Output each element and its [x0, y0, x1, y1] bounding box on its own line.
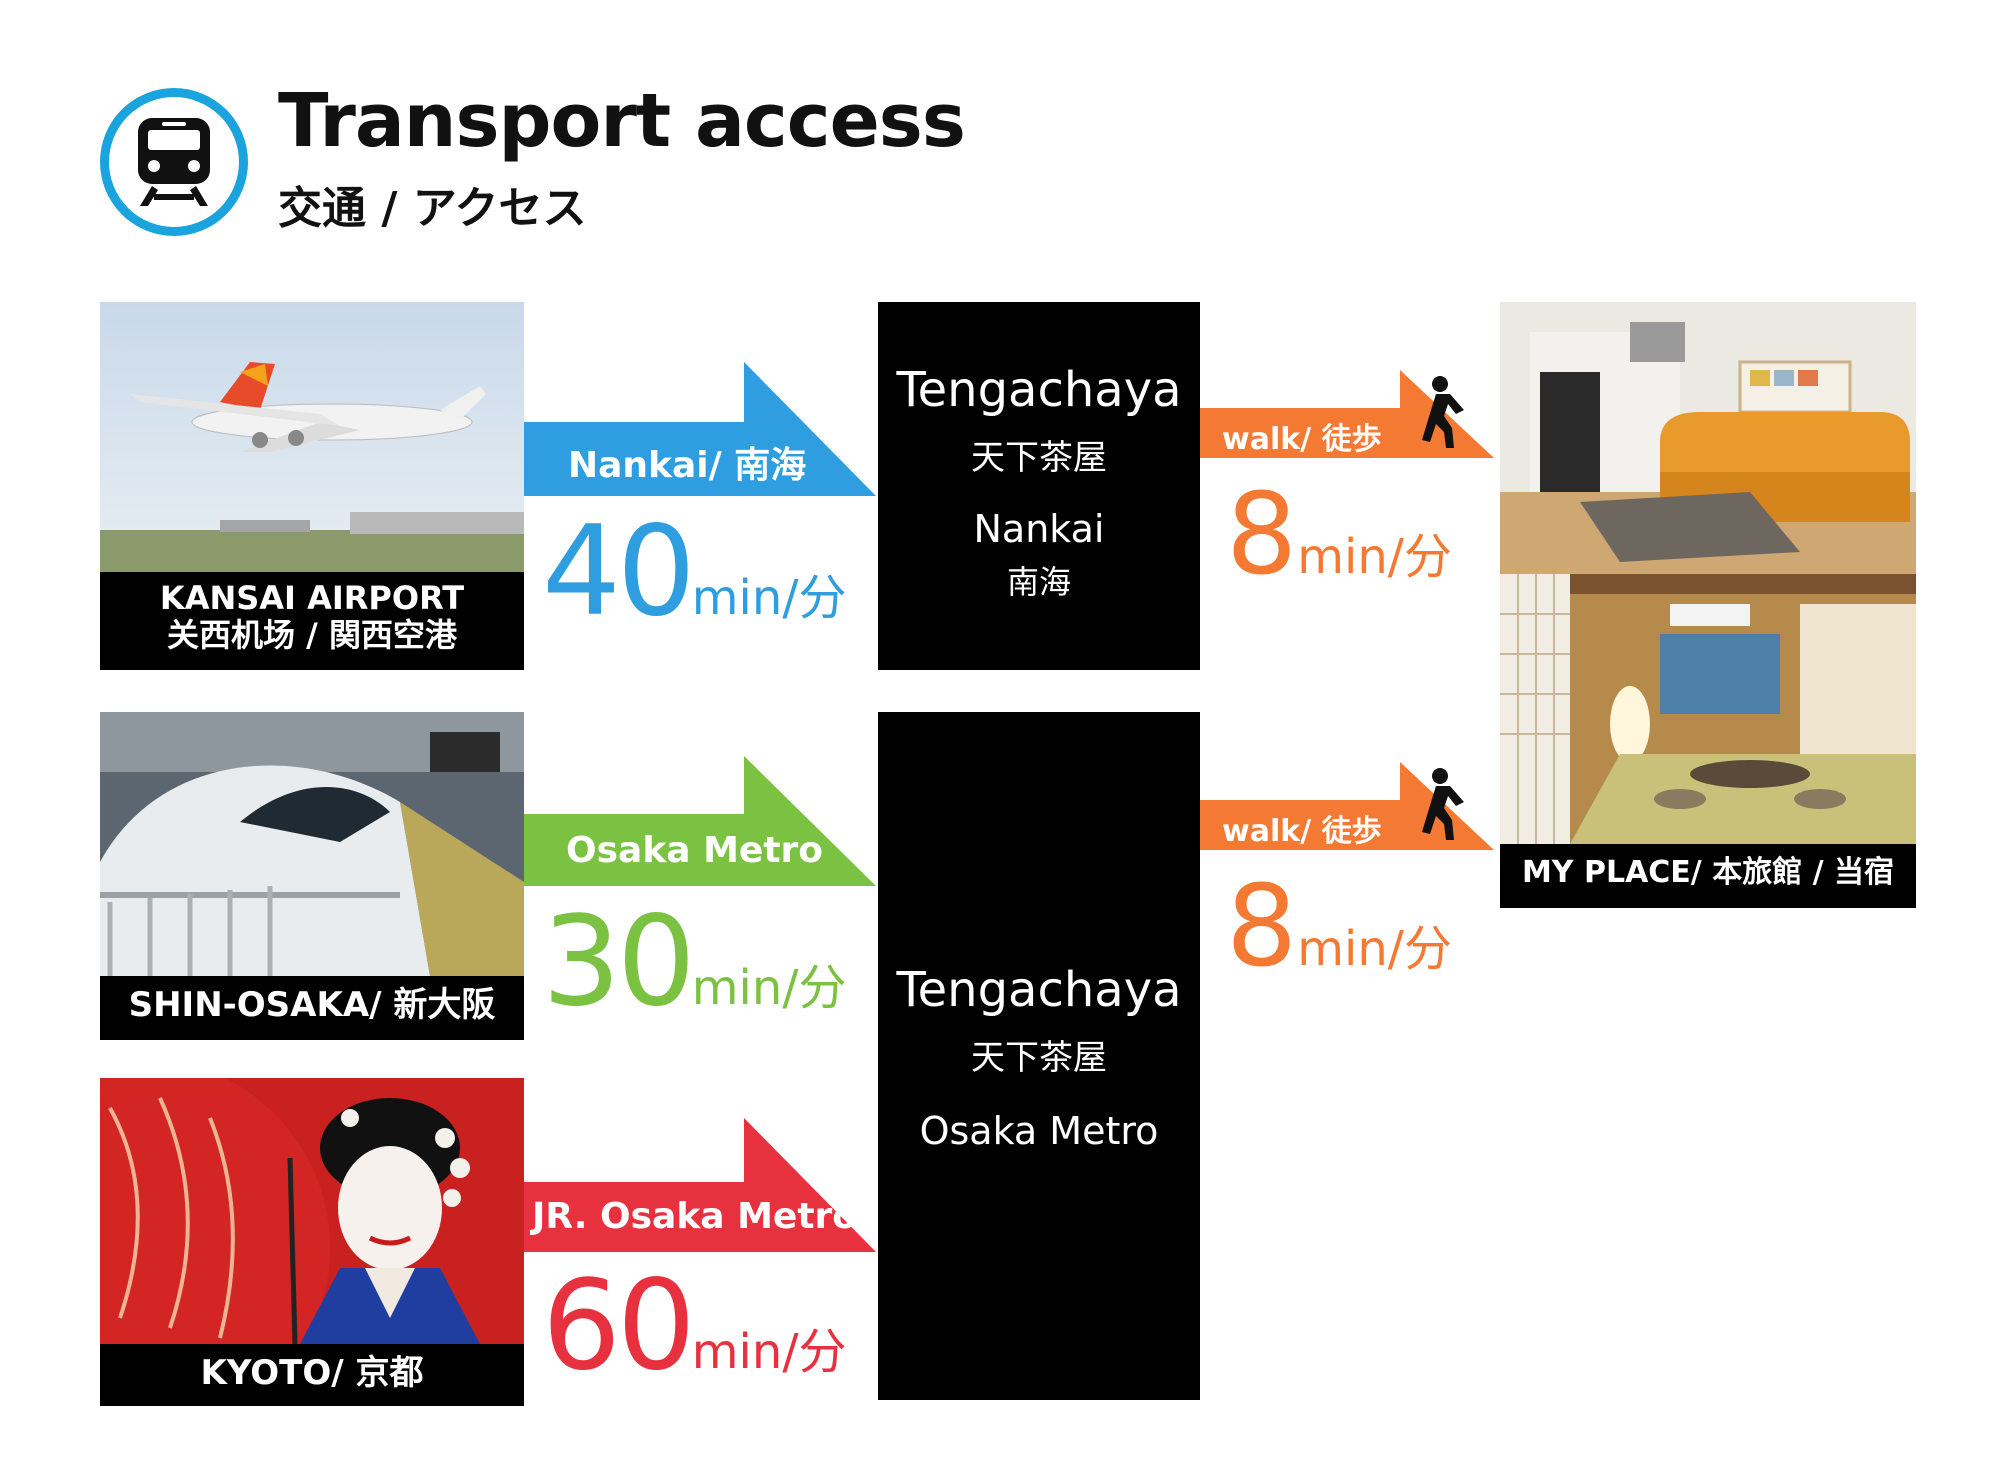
walk-label-2: walk/ 徒歩 [1222, 814, 1382, 849]
walking-person-icon [1422, 768, 1464, 840]
origin-kansai-airport-tile: KANSAI AIRPORT 关西机场 / 関西空港 [100, 302, 524, 670]
route-arrow-osaka-metro-shape [524, 756, 876, 886]
airplane-icon [130, 362, 486, 452]
station-1-line-en: Nankai [973, 507, 1105, 551]
station-2-name-en: Tengachaya [896, 962, 1182, 1018]
station-tengachaya-osaka-metro: Tengachaya 天下茶屋 Osaka Metro [878, 712, 1200, 1400]
station-2-line-en: Osaka Metro [919, 1109, 1159, 1153]
destination-tile: MY PLACE/ 本旅館 / 当宿 [1500, 302, 1916, 908]
route-arrow-jr-osaka-metro [524, 1118, 876, 1252]
route-unit-jr-osaka-metro: min/分 [691, 1324, 847, 1380]
train-logo [100, 88, 248, 236]
origin-shin-osaka-caption: SHIN-OSAKA/ 新大阪 [100, 976, 524, 1040]
route-label-nankai: Nankai/ 南海 [568, 445, 807, 486]
shinkansen-photo [100, 712, 524, 976]
tatami-room-photo [1500, 574, 1916, 844]
walk-minutes-1: 8 [1226, 470, 1298, 600]
walk-label-1: walk/ 徒歩 [1222, 422, 1382, 457]
route-arrow-nankai [524, 362, 876, 496]
airplane-photo [100, 302, 524, 572]
route-arrow-osaka-metro [524, 756, 876, 886]
living-room-photo [1500, 302, 1916, 574]
walk-unit-1: min/分 [1297, 529, 1452, 585]
train-icon [138, 118, 210, 206]
origin-kyoto-tile: KYOTO/ 京都 [100, 1078, 524, 1406]
walk-arrow-1-shape [1200, 370, 1494, 458]
route-label-jr-osaka-metro: JR. Osaka Metro [532, 1196, 858, 1237]
geisha-photo [100, 1078, 524, 1344]
destination-caption: MY PLACE/ 本旅館 / 当宿 [1500, 844, 1916, 908]
walk-time-2: 8min/分 [1226, 862, 1452, 992]
origin-shin-osaka-tile: SHIN-OSAKA/ 新大阪 [100, 712, 524, 1040]
walk-unit-2: min/分 [1297, 921, 1452, 977]
route-minutes-osaka-metro: 30 [542, 890, 696, 1034]
route-minutes-jr-osaka-metro: 60 [542, 1254, 696, 1398]
route-arrow-jr-osaka-metro-shape [524, 1118, 876, 1252]
walk-arrow-2 [1200, 762, 1494, 850]
route-time-osaka-metro: 30min/分 [542, 890, 847, 1034]
origin-kansai-caption-ja: 关西机场 / 関西空港 [167, 615, 457, 654]
route-time-jr-osaka-metro: 60min/分 [542, 1254, 847, 1398]
station-1-line-ja: 南海 [1006, 563, 1071, 601]
route-label-osaka-metro: Osaka Metro [566, 830, 824, 871]
route-unit-nankai: min/分 [691, 570, 847, 626]
page-title: Transport access [278, 78, 966, 164]
walk-arrow-1 [1200, 370, 1494, 458]
walk-time-1: 8min/分 [1226, 470, 1452, 600]
route-minutes-nankai: 40 [542, 500, 696, 644]
origin-kyoto-caption: KYOTO/ 京都 [100, 1344, 524, 1406]
walking-person-icon [1422, 376, 1464, 448]
station-1-name-ja: 天下茶屋 [971, 438, 1107, 478]
origin-kansai-caption-en: KANSAI AIRPORT [159, 579, 465, 617]
station-2-name-ja: 天下茶屋 [971, 1038, 1107, 1078]
station-1-name-en: Tengachaya [896, 362, 1182, 418]
station-tengachaya-nankai: Tengachaya 天下茶屋 Nankai 南海 [878, 302, 1200, 670]
route-time-nankai: 40min/分 [542, 500, 847, 644]
walk-minutes-2: 8 [1226, 862, 1298, 992]
route-arrow-nankai-shape [524, 362, 876, 496]
walk-arrow-2-shape [1200, 762, 1494, 850]
route-unit-osaka-metro: min/分 [691, 960, 847, 1016]
page-subtitle: 交通 / アクセス [278, 183, 587, 234]
